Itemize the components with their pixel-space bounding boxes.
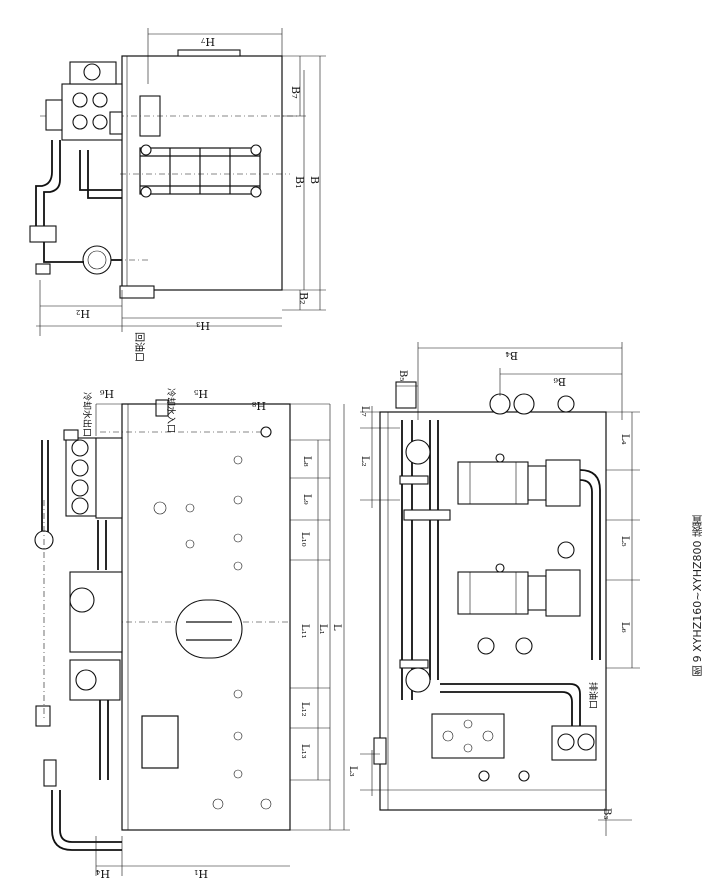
dim-B1: B₁ [293, 176, 306, 189]
dim-B: B [308, 176, 321, 184]
dim-B5: B₅ [397, 370, 408, 381]
label-cool-in: 冷却水入口 [165, 388, 177, 433]
dim-L7: L₇ [359, 406, 370, 417]
side-dimensions: H₆ H₅ H₈ L₈ L₉ L₁₀ L₁₁ L₁₂ L₁₃ L₁ L [81, 387, 350, 880]
dim-L5: L₅ [619, 536, 630, 547]
dim-B4: B₄ [505, 349, 518, 362]
dim-L1: L₁ [317, 624, 328, 635]
label-drain: 排油口 [587, 682, 599, 709]
label-return-oil: 回油口 [133, 332, 146, 362]
dim-L2: L₂ [359, 456, 370, 467]
dim-L12: L₁₂ [299, 702, 310, 717]
dim-L8: L₈ [301, 456, 312, 467]
dim-B7: B₇ [289, 86, 302, 99]
dim-B2: B₂ [297, 292, 310, 305]
dim-L13: L₁₃ [299, 744, 310, 759]
dim-H1: H₁ [194, 867, 208, 880]
label-cool-out: 冷却水出口 [81, 392, 93, 437]
dim-L11: L₁₁ [299, 624, 310, 639]
motor-pump-1 [457, 453, 581, 507]
dim-H4: H₄ [95, 867, 110, 880]
grid-frame [139, 144, 262, 198]
dim-H2: H₂ [76, 307, 90, 320]
top-dimensions: H₇ B₇ B₁ B B₂ H₂ H₃ 回油口 [36, 28, 326, 362]
dim-L: L [331, 624, 342, 631]
dim-H7: H₇ [200, 35, 215, 48]
pump-assembly-top [45, 61, 123, 141]
front-dimensions: B₄ B₆ B₅ L₇ L₂ L₃ L₄ L₅ L₆ [347, 342, 640, 836]
dim-L10: L₁₀ [299, 532, 310, 547]
motor-pump-2 [457, 563, 581, 617]
pump-assembly-side [35, 399, 169, 787]
dim-H5: H₅ [194, 387, 208, 400]
holes [153, 455, 272, 810]
front-view: B₄ B₆ B₅ L₇ L₂ L₃ L₄ L₅ L₆ [347, 342, 640, 836]
dim-B6: B₆ [553, 375, 566, 388]
dim-L9: L₉ [301, 494, 312, 505]
dim-H3: H₃ [196, 319, 210, 332]
dim-L6: L₆ [619, 622, 630, 633]
dim-H8: H₈ [251, 399, 266, 412]
dim-H6: H₆ [99, 387, 114, 400]
side-view: H₆ H₅ H₈ L₈ L₉ L₁₀ L₁₁ L₁₂ L₁₃ L₁ L [34, 387, 350, 880]
top-view: H₇ B₇ B₁ B B₂ H₂ H₃ 回油口 [29, 28, 326, 362]
dim-L4: L₄ [619, 434, 630, 445]
dim-L3: L₃ [347, 766, 358, 777]
dim-B3: B₃ [601, 808, 612, 819]
